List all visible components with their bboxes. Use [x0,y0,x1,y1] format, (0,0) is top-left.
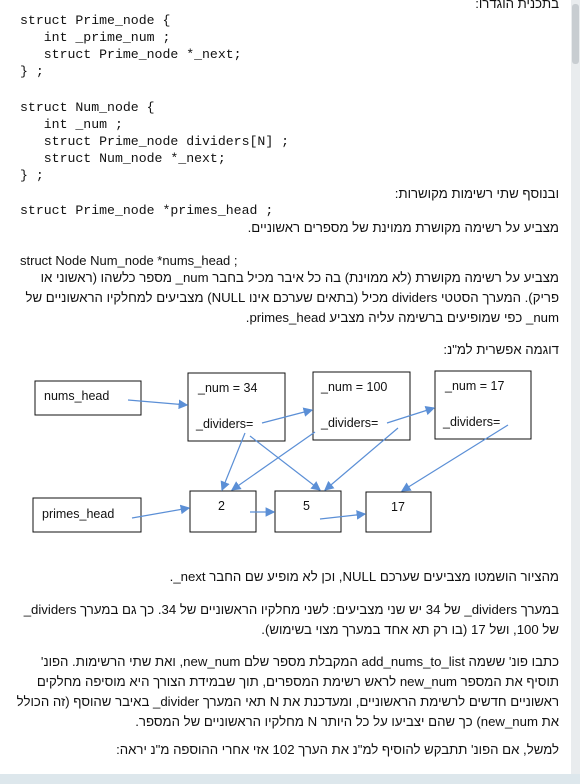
section-intro-text: בתכנית הוגדרו: [475,0,559,11]
prime-node-5: 5 [274,490,342,533]
code-line: struct Num_node *_next; [20,151,226,166]
code-line: int _num ; [20,117,123,132]
null-omitted-note: מהציור הושמטו מצביעים שערכם NULL, וכן לא… [169,569,559,584]
num-node-struct-code: struct Num_node { int _num ; struct Prim… [20,99,289,184]
dividers-explanation: במערך dividers_ של 34 יש שני מצביעים: לש… [23,602,559,637]
num-value-text: _num = 100 [320,380,387,394]
num-node-17: _num = 17 _dividers= [434,370,532,440]
arrow-34-div-to-17 [249,435,321,491]
dividers-label: _dividers= [320,416,378,430]
code-line: struct Prime_node { [20,13,171,28]
code-line: struct Prime_node *_next; [20,47,242,62]
linked-lists-diagram: nums_head primes_head _num = 34 _divider… [32,370,532,533]
arrow-primes-head-to-2 [131,504,191,519]
num-node-100: _num = 100 _dividers= [312,371,411,441]
example-followup-text: למשל, אם הפונ' תתבקש להוסיף למ"נ את הערך… [116,742,559,757]
arrow-5-to-17 [319,510,367,520]
primes-head-description: מצביע על רשימה מקושרת ממוינת של מספרים ר… [247,220,559,235]
arrow-100-div-to-5 [324,427,399,491]
arrow-100-div-to-2 [231,431,316,491]
pointer-arrows [127,399,509,520]
nums-head-box: nums_head [34,380,142,416]
code-line: struct Num_node { [20,100,155,115]
nums-head-declaration: struct Node Num_node *nums_head ; [20,253,238,268]
nums-head-label: nums_head [44,389,109,403]
function-task-description: כתבו פונ' ששמה add_nums_to_list המקבלת מ… [16,654,559,729]
dividers-label: _dividers= [195,417,253,431]
scrollbar-thumb[interactable] [572,4,579,64]
arrow-nums-head-to-34 [127,399,189,410]
code-line: } ; [20,168,44,183]
primes-head-box: primes_head [32,497,142,533]
num-value-text: _num = 34 [197,381,257,395]
prime-node-struct-code: struct Prime_node { int _prime_num ; str… [20,12,242,80]
code-line: int _prime_num ; [20,30,171,45]
nums-head-description: מצביע על רשימה מקושרת (לא ממוינת) בה כל … [25,270,560,325]
arrow-34-div-to-2 [220,432,246,492]
primes-head-label: primes_head [42,507,114,521]
primes-head-declaration: struct Prime_node *primes_head ; [20,203,274,218]
arrow-17-div-to-17 [400,424,509,492]
arrow-100-to-17 [386,405,436,424]
vertical-scrollbar[interactable] [571,0,580,784]
num-value-text: _num = 17 [444,379,504,393]
bottom-edge-strip [0,774,580,784]
arrow-34-to-100 [261,407,314,424]
code-line: struct Prime_node dividers[N] ; [20,134,290,149]
code-line: } ; [20,64,44,79]
two-lists-text: ובנוסף שתי רשימות מקושרות: [394,186,559,201]
dividers-label: _dividers= [442,415,500,429]
example-title: דוגמה אפשרית למ"נ: [443,342,559,357]
prime-node-17: 17 [365,491,432,533]
prime-node-2: 2 [189,490,257,533]
prime-value-text: 5 [303,499,310,513]
num-node-34: _num = 34 _dividers= [187,372,286,442]
prime-value-text: 2 [218,499,225,513]
prime-value-text: 17 [391,500,405,514]
